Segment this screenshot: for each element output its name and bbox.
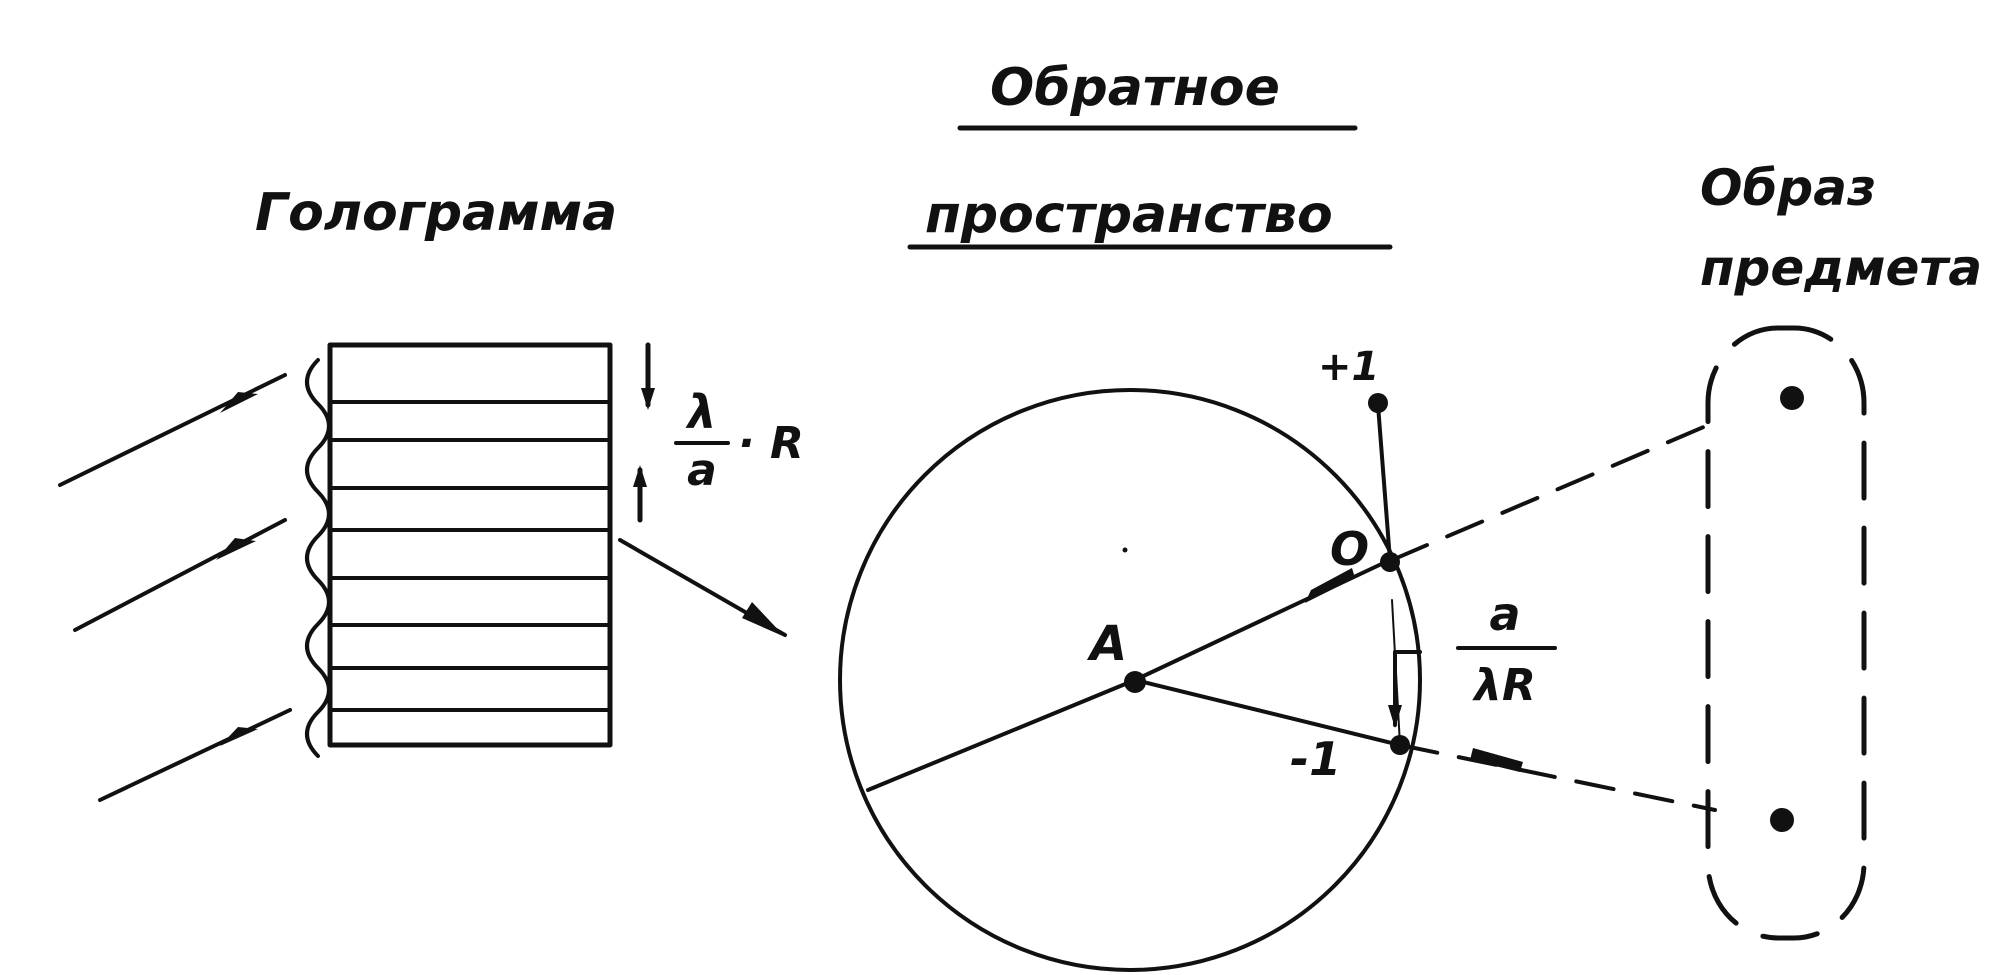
formula-spacing-denominator: a [687, 445, 717, 496]
lattice-line-upper [1376, 403, 1392, 562]
point-plus-one [1368, 393, 1388, 413]
ray-arrow-icon [216, 538, 256, 560]
object-image [1705, 325, 1867, 941]
radius-arrow-icon [1305, 568, 1355, 603]
label-minus-one: -1 [1290, 732, 1341, 786]
wavefront-curve [305, 358, 331, 758]
incident-rays [58, 373, 292, 802]
spacing-dimension [633, 342, 655, 523]
object-point-top [1780, 386, 1804, 410]
label-origin: O [1330, 522, 1369, 576]
radius-to-minus-one [1133, 678, 1402, 747]
formula-reciprocal-numerator: a [1489, 587, 1520, 641]
label-plus-one: +1 [1318, 344, 1379, 390]
object-image-outline [1705, 325, 1867, 941]
object-image-title-line1: Образ [1700, 159, 1876, 217]
outgoing-arrow-icon [742, 602, 785, 637]
point-center-a [1124, 671, 1146, 693]
ray-arrow-icon [220, 727, 258, 746]
formula-spacing: λ a · R [674, 385, 804, 496]
hologram-title: Голограмма [255, 183, 617, 243]
projection-line-upper [1390, 418, 1722, 562]
projection-line-lower [1398, 743, 1717, 812]
label-center-a: A [1086, 616, 1127, 672]
arrow-down-icon [641, 388, 655, 410]
center-dot [1122, 547, 1128, 553]
point-origin [1380, 552, 1400, 572]
hologram-frame [327, 342, 613, 748]
formula-reciprocal: a λR [1456, 587, 1557, 711]
grating-lines [328, 400, 612, 712]
arrow-down-icon [1388, 705, 1402, 728]
radius-to-lower-left [866, 678, 1137, 792]
sphere-circle [838, 388, 1422, 972]
reciprocal-space-title-line2: пространство [925, 185, 1333, 245]
object-image-title-line2: предмета [1700, 239, 1982, 297]
formula-spacing-numerator: λ [684, 385, 716, 439]
formula-spacing-factor: · R [738, 418, 804, 469]
formula-reciprocal-denominator: λR [1472, 660, 1536, 711]
object-point-bottom [1770, 808, 1794, 832]
hologram-grating [305, 342, 613, 758]
ray-arrow-icon [220, 392, 258, 413]
projection-arrow-icon [1470, 748, 1523, 772]
ewald-sphere: +1 O A -1 [838, 344, 1422, 972]
reciprocal-space-title-line1: Обратное [990, 58, 1280, 118]
arrow-up-icon [633, 465, 647, 487]
